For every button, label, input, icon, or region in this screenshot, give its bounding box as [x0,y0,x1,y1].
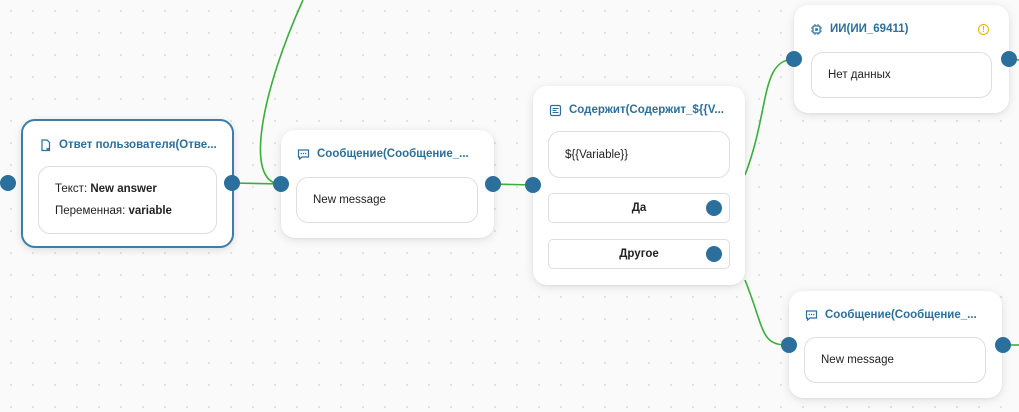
ai-body[interactable]: Нет данных [811,52,992,98]
ai-content: Нет данных [828,69,891,81]
contains-input-handle[interactable] [525,177,541,193]
message-2-output-handle[interactable] [995,337,1011,353]
message-1-body[interactable]: New message [296,177,478,223]
message-1-title-text: Сообщение(Сообщение_... [317,148,469,160]
message-1-title: Сообщение(Сообщение_... [297,144,469,164]
message-icon [805,309,818,321]
contains-content: ${{Variable}} [565,149,629,161]
edge-contains-to-ai [744,58,795,176]
message-icon [297,148,310,160]
message-node-1[interactable]: Сообщение(Сообщение_... New message [281,130,494,238]
message-2-body[interactable]: New message [804,337,986,383]
message-2-title: Сообщение(Сообщение_... [805,305,977,325]
user-answer-title-text: Ответ пользователя(Отве... [59,139,217,151]
ai-input-handle[interactable] [786,51,802,67]
ai-output-handle[interactable] [1001,51,1017,67]
option-other-label: Другое [619,248,659,260]
message-2-content: New message [821,354,894,366]
variable-value: variable [128,205,172,217]
message-1-input-handle[interactable] [273,176,289,192]
ai-node[interactable]: ИИ(ИИ_69411) ! Нет данных [794,5,1009,113]
option-yes-label: Да [631,202,647,214]
contains-body[interactable]: ${{Variable}} [548,131,730,178]
user-answer-title: Ответ пользователя(Отве... [39,135,217,155]
contains-title: Содержит(Содержит_${{V... [549,100,724,120]
option-other-output-handle[interactable] [706,246,722,262]
user-answer-icon [41,138,51,151]
message-1-content: New message [313,194,386,206]
message-2-input-handle[interactable] [781,337,797,353]
message-node-2[interactable]: Сообщение(Сообщение_... New message [789,291,1002,398]
user-answer-body[interactable]: Текст: New answer Переменная: variable [38,166,217,234]
edge-contains-other-to-message2 [744,279,789,346]
message-2-title-text: Сообщение(Сообщение_... [825,309,977,321]
condition-icon [549,104,562,116]
message-1-output-handle[interactable] [485,176,501,192]
edge-user-answer-to-message1 [231,182,282,185]
chip-icon [811,23,822,35]
option-other[interactable]: Другое [548,239,730,269]
text-value: New answer [90,183,157,195]
ai-title-text: ИИ(ИИ_69411) [830,23,909,35]
variable-label: Переменная: [55,205,126,217]
option-yes-output-handle[interactable] [706,200,722,216]
user-answer-node[interactable]: Ответ пользователя(Отве... Текст: New an… [21,119,234,248]
option-yes[interactable]: Да [548,193,730,223]
contains-title-text: Содержит(Содержит_${{V... [569,104,724,116]
ai-title: ИИ(ИИ_69411) [810,19,908,39]
warning-icon[interactable]: ! [978,24,989,35]
user-answer-output-handle[interactable] [224,175,240,191]
edge-up-to-top [259,0,304,185]
user-answer-variable-line: Переменная: variable [55,205,172,217]
user-answer-input-handle[interactable] [0,175,16,191]
text-label: Текст: [55,183,88,195]
contains-node[interactable]: Содержит(Содержит_${{V... ${{Variable}} … [533,86,745,285]
user-answer-text-line: Текст: New answer [55,183,157,195]
